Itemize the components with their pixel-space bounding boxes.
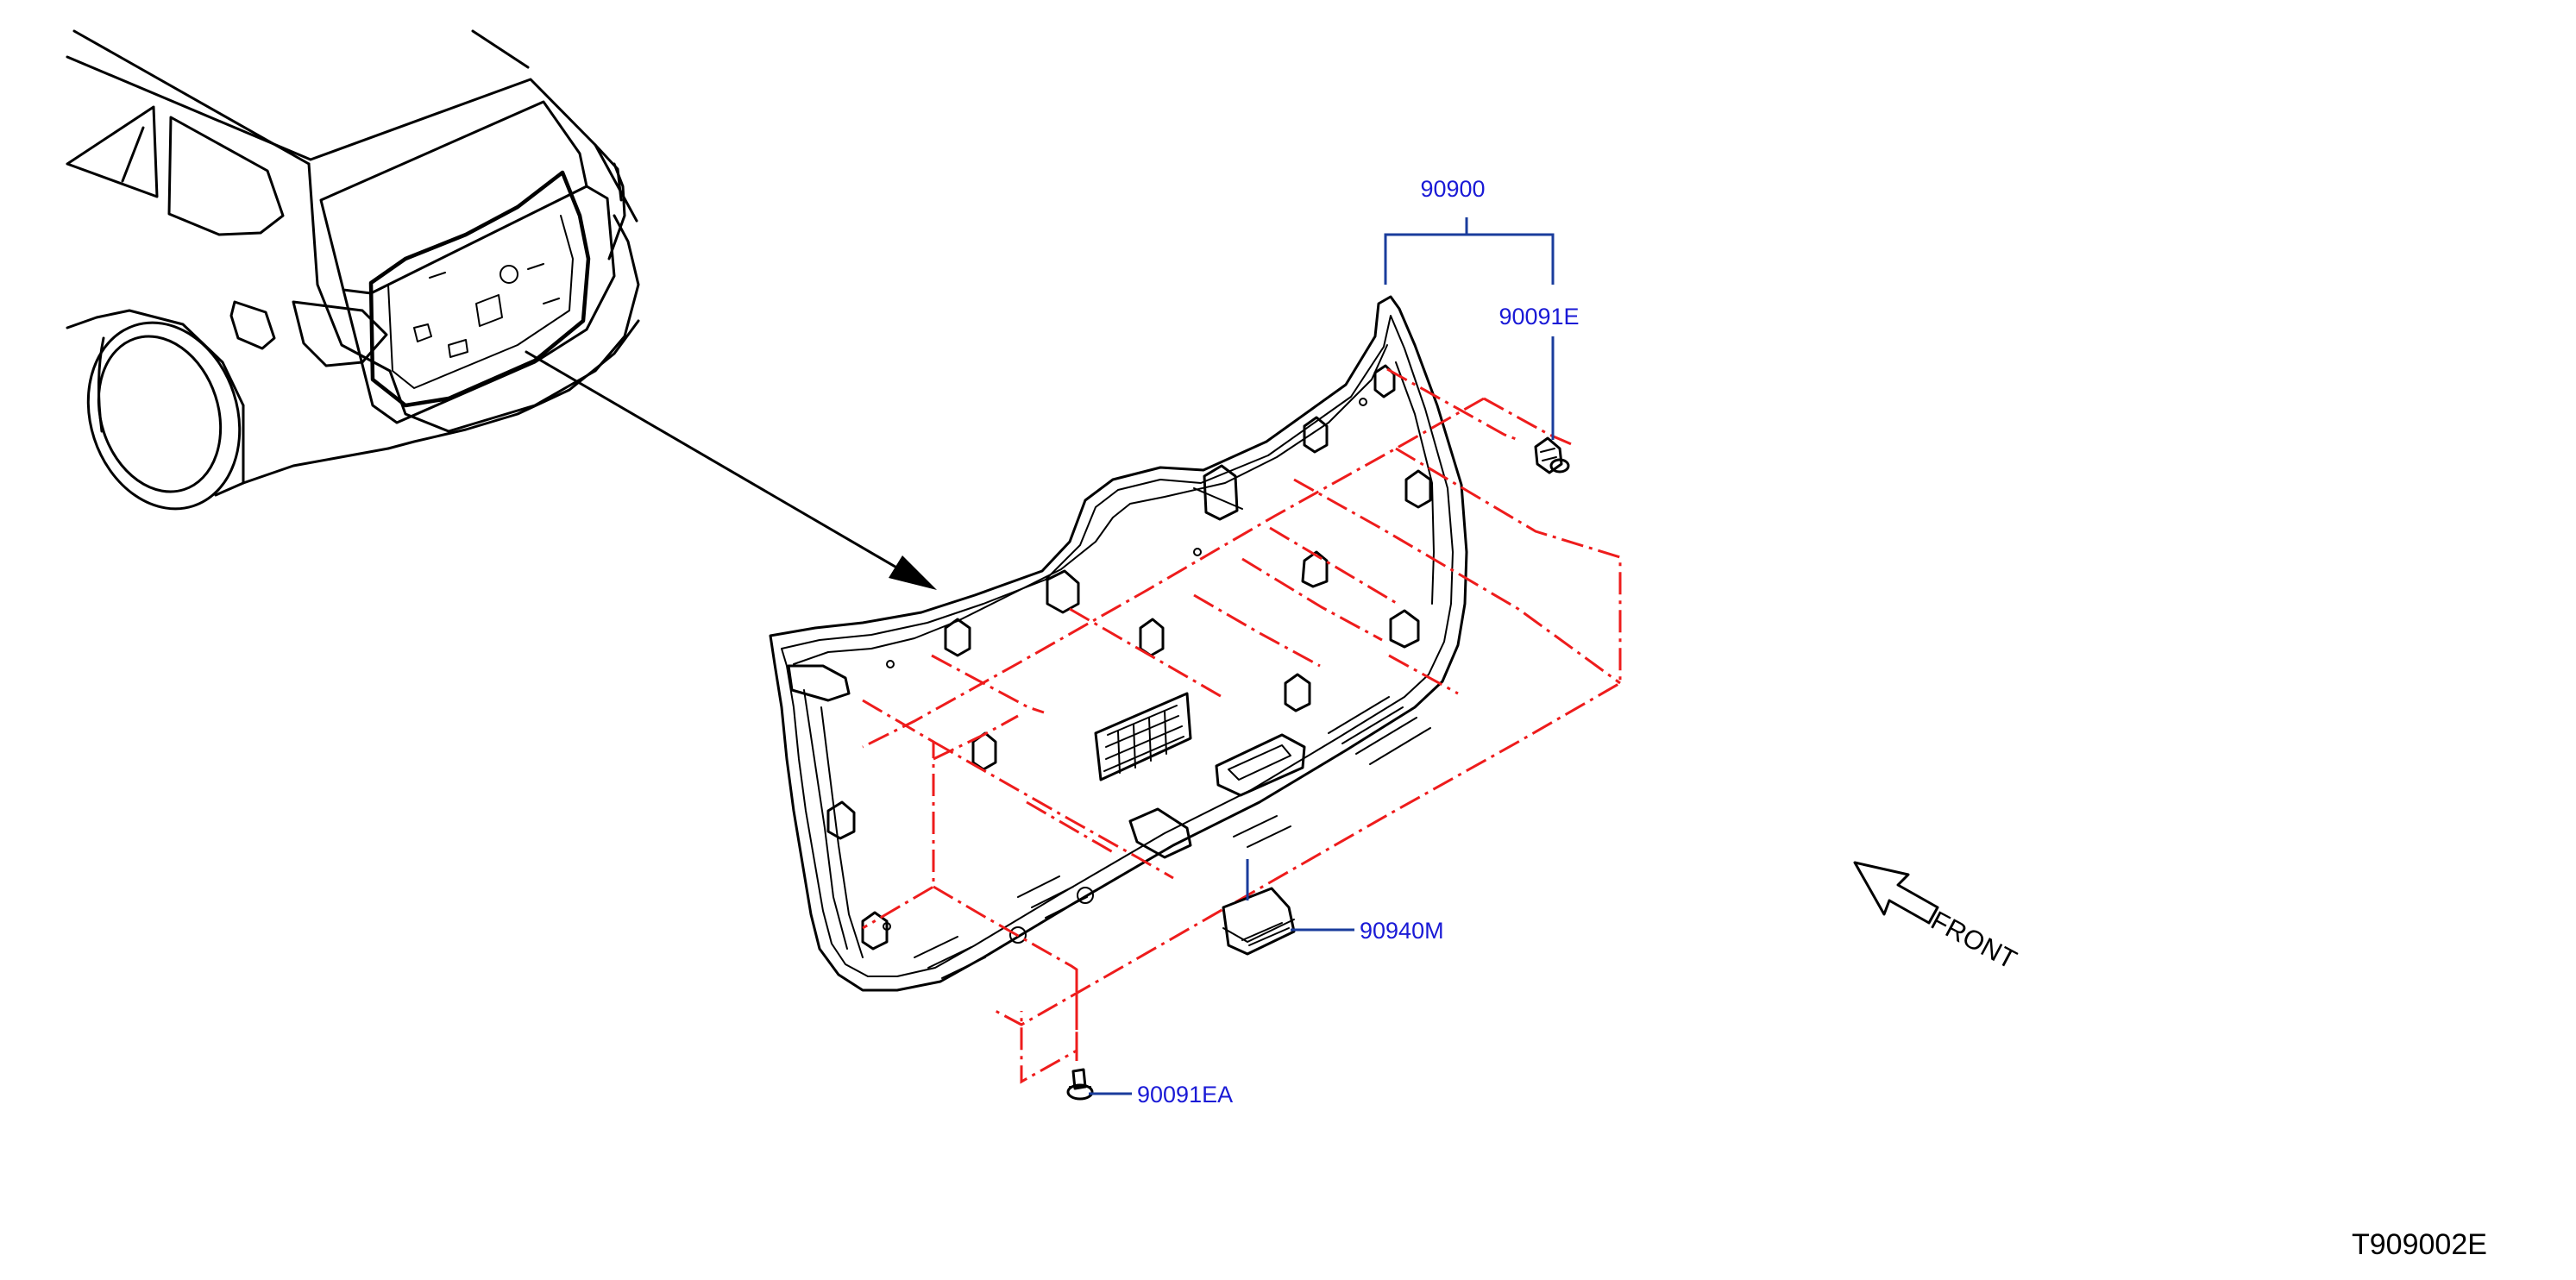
front-arrow-icon — [1853, 861, 1939, 925]
clip-90091ea-illustration — [1066, 1068, 1094, 1101]
part-label-90900[interactable]: 90900 — [1420, 176, 1485, 202]
phantom-lines — [862, 367, 1622, 1084]
part-label-90091e[interactable]: 90091E — [1498, 304, 1579, 329]
front-direction-indicator: FRONT — [1853, 861, 2022, 975]
part-label-90091ea[interactable]: 90091EA — [1137, 1082, 1233, 1107]
callout-90091e[interactable]: 90091E — [1498, 304, 1579, 329]
callout-90940m[interactable]: 90940M — [1360, 918, 1444, 944]
lower-ribs — [914, 696, 1431, 979]
lamp-opening — [1128, 807, 1192, 859]
part-label-90940m[interactable]: 90940M — [1360, 918, 1444, 944]
callout-90900[interactable]: 90900 — [1420, 176, 1485, 202]
clip-90091e-illustration — [1534, 436, 1570, 474]
lamp-90940m-illustration — [1222, 887, 1296, 956]
front-label: FRONT — [1926, 905, 2022, 975]
callout-90091ea[interactable]: 90091EA — [1137, 1082, 1233, 1107]
detail-arrow — [525, 350, 937, 590]
vehicle-rear-illustration — [66, 29, 640, 511]
back-door-finisher-panel — [769, 295, 1468, 992]
speaker-grille — [1094, 692, 1192, 781]
figure-code: T909002E — [2352, 1228, 2487, 1261]
handle-recess — [1215, 733, 1306, 797]
leader-lines — [1089, 217, 1555, 1095]
